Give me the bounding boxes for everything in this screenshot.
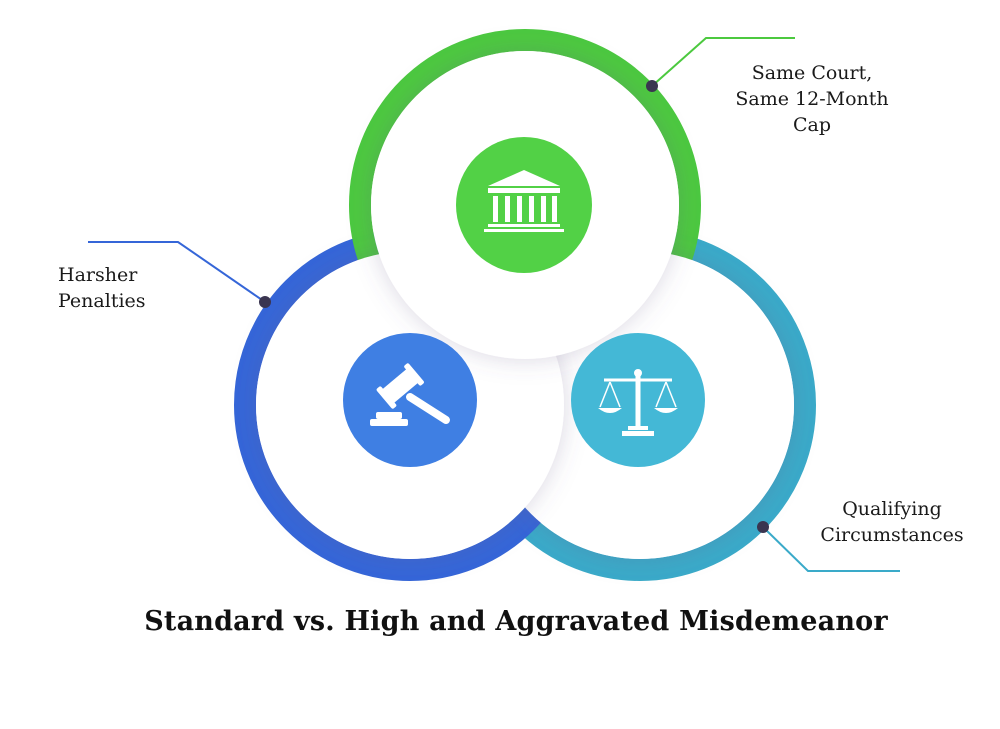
gavel-icon (370, 363, 450, 426)
top-leader-dot (646, 80, 658, 92)
label-line: Cap (792, 114, 832, 136)
label-line: Same 12-Month (735, 88, 889, 110)
label-line: Qualifying (842, 498, 942, 520)
scales-icon (598, 369, 678, 436)
left-leader-line (88, 241, 266, 303)
top-leader-line (651, 37, 795, 87)
label-line: Same Court, (751, 62, 873, 84)
courthouse-badge (456, 137, 592, 273)
diagram-title: Standard vs. High and Aggravated Misdeme… (144, 606, 888, 637)
label-qualifying-circumstances: Qualifying Circumstances (812, 496, 972, 548)
courthouse-icon (484, 170, 564, 232)
right-leader-dot (757, 521, 769, 533)
label-line: Harsher (58, 264, 138, 286)
label-line: Penalties (58, 290, 146, 312)
label-harsher-penalties: Harsher Penalties (58, 262, 168, 314)
right-leader-line (762, 526, 900, 572)
label-same-court: Same Court, Same 12-Month Cap (722, 60, 902, 138)
label-line: Circumstances (820, 524, 964, 546)
left-leader-dot (259, 296, 271, 308)
